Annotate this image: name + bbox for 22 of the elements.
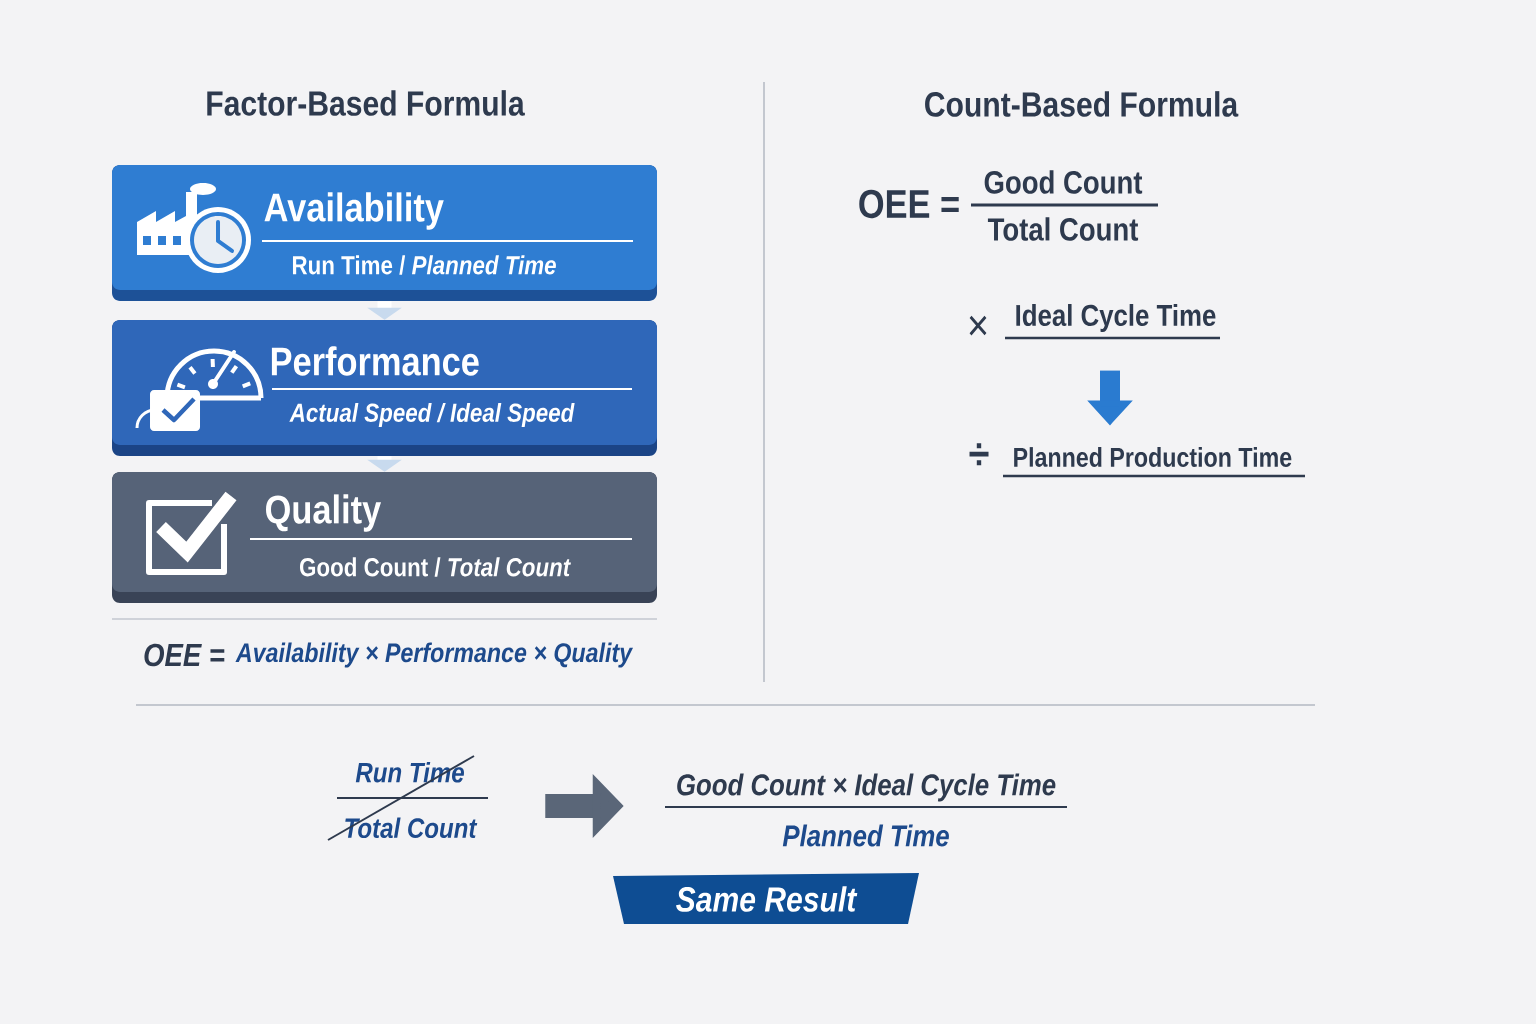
ratio-text: Good Count / Total Count <box>299 557 571 577</box>
metric-card <box>112 165 657 301</box>
ratio-text: Actual Speed / Ideal Speed <box>289 402 575 428</box>
metric-card <box>112 472 657 603</box>
formula-text: OEE = <box>144 643 225 667</box>
formula-text: Good Count <box>984 170 1143 194</box>
underlined-term: Ideal Cycle Time <box>1005 304 1220 340</box>
result-banner: Same Result <box>613 873 919 924</box>
divide-sign: ÷ <box>969 443 989 466</box>
section-title: Count-Based Formula <box>925 91 1239 117</box>
underlined-term: Planned Production Time <box>1003 447 1305 478</box>
section-title: Factor-Based Formula <box>207 90 525 116</box>
formula-text: Availability × Performance × Quality <box>235 642 634 668</box>
card-title: Availability <box>264 192 444 230</box>
metric-card <box>112 320 657 456</box>
card-title: Performance <box>271 346 479 376</box>
formula-text: Total Count <box>987 217 1139 241</box>
ratio-text: Run Time / Planned Time <box>293 255 556 275</box>
fraction: Good Count × Ideal Cycle Time Planned Time <box>664 773 1068 847</box>
multiply-sign: × <box>969 315 987 336</box>
card-title: Quality <box>266 494 382 532</box>
formula-text: OEE = <box>859 189 959 219</box>
